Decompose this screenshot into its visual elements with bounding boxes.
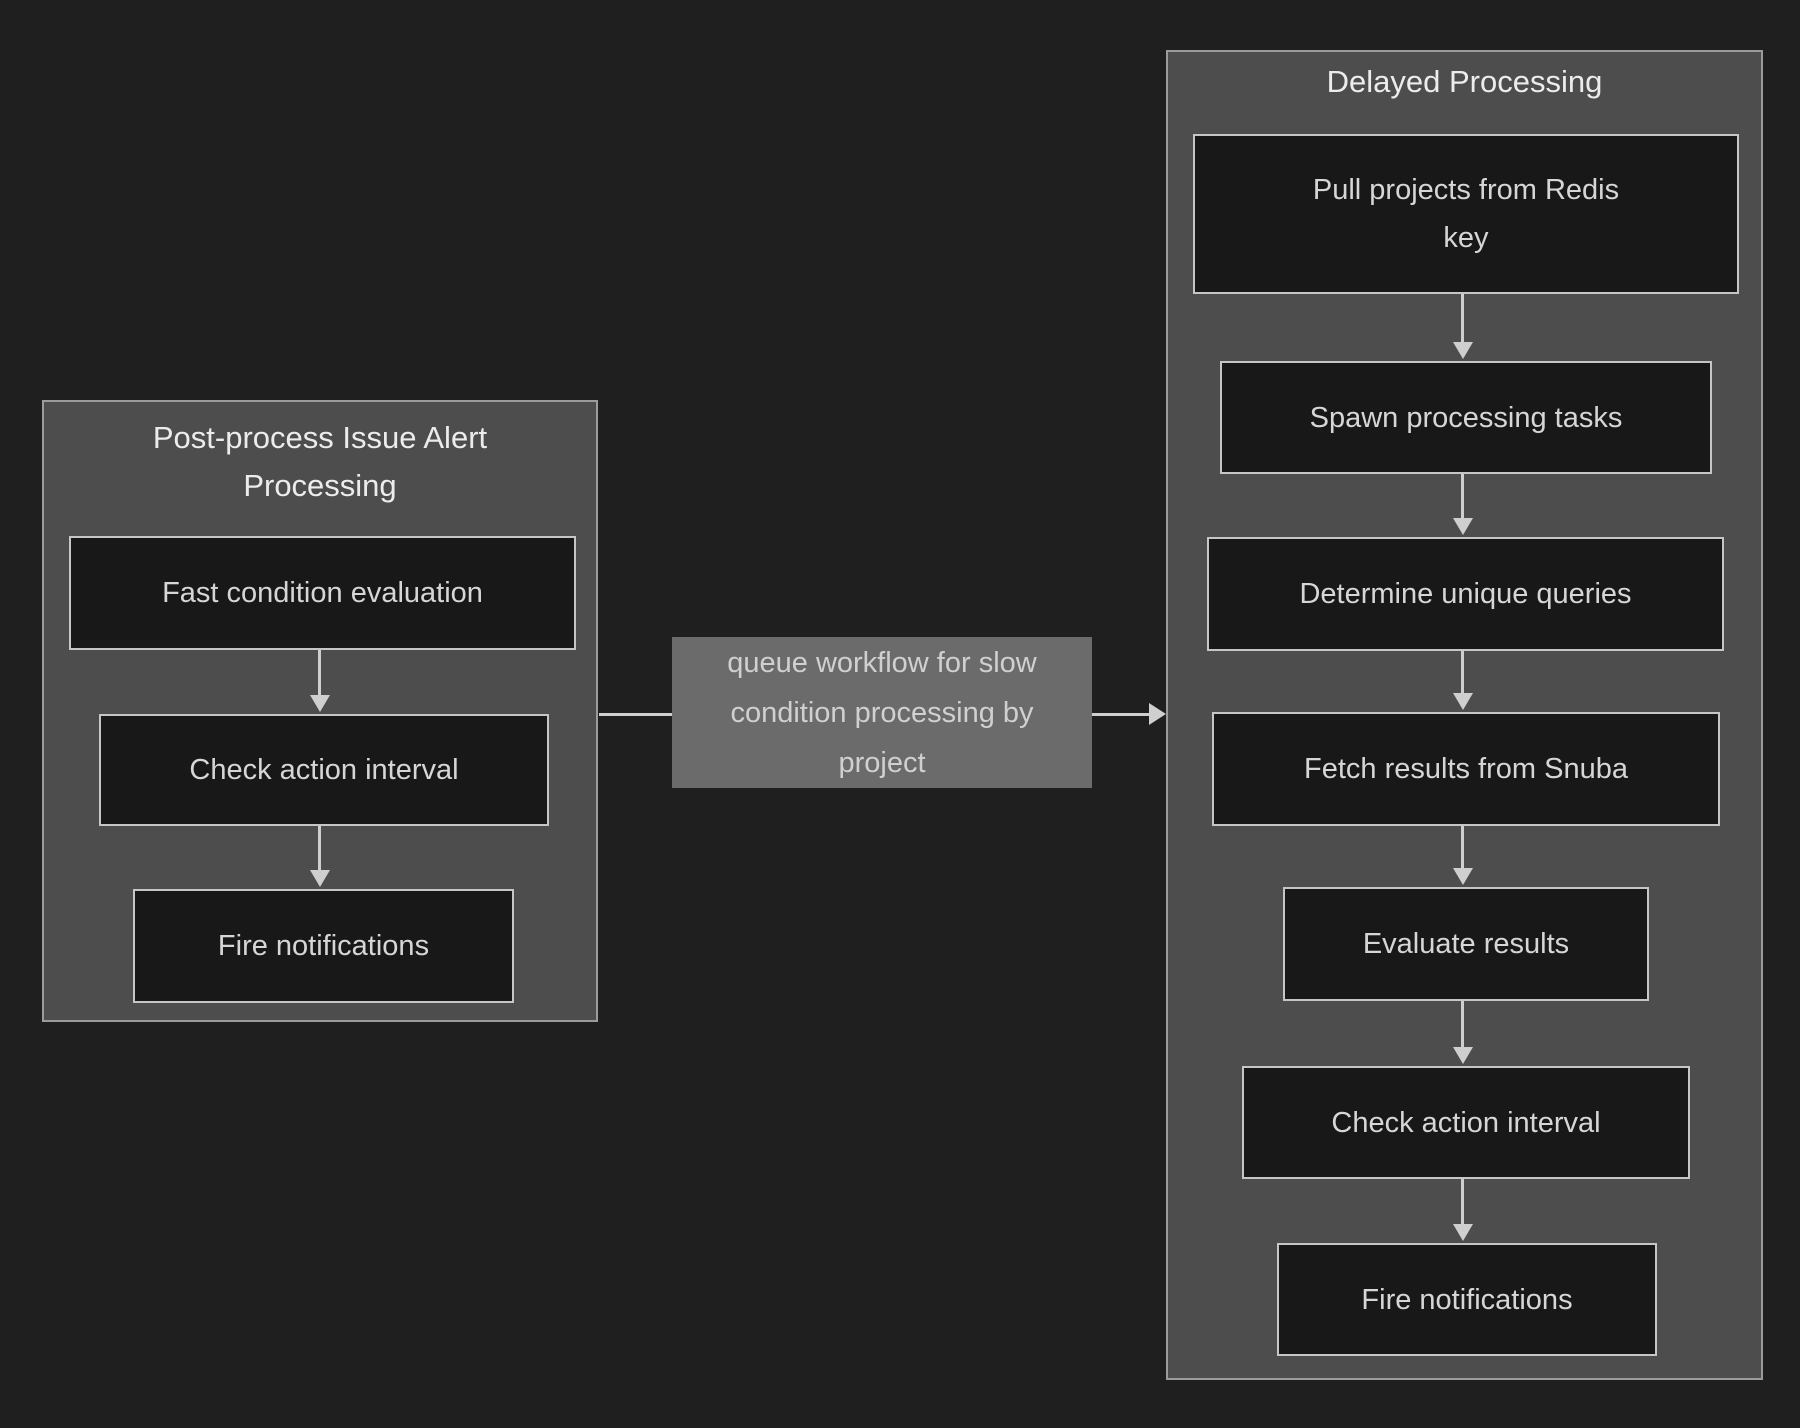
node-label: Spawn processing tasks xyxy=(1309,401,1623,434)
arrow-check-to-fire-delayed-head xyxy=(1453,1224,1473,1241)
node-spawn-processing-tasks: Spawn processing tasks xyxy=(1220,361,1712,474)
arrow-evaluate-to-check-head xyxy=(1453,1047,1473,1064)
cluster-title-delayed-processing: Delayed Processing xyxy=(1168,58,1761,106)
node-pull-projects-from-redis-key: Pull projects from Redis key xyxy=(1193,134,1739,294)
arrow-determine-to-fetch-head xyxy=(1453,693,1473,710)
node-label: Fire notifications xyxy=(1361,1283,1573,1316)
edge-queue-workflow-line-right xyxy=(1092,713,1149,716)
arrow-spawn-to-determine-line xyxy=(1461,474,1464,518)
node-determine-unique-queries: Determine unique queries xyxy=(1207,537,1724,651)
node-label: Fetch results from Snuba xyxy=(1304,753,1628,785)
edge-label-line: project xyxy=(838,746,926,779)
edge-queue-workflow-line-left xyxy=(599,713,672,716)
edge-label-line: queue workflow for slow xyxy=(727,646,1037,679)
arrow-fast-to-check-head xyxy=(310,695,330,712)
node-label: Determine unique queries xyxy=(1299,578,1632,610)
cluster-post-process-issue-alert: Post-process Issue Alert Processing Fast… xyxy=(42,400,598,1022)
cluster-title-line: Post-process Issue Alert xyxy=(152,420,488,455)
node-fast-condition-evaluation: Fast condition evaluation xyxy=(69,536,576,650)
node-label: Fast condition evaluation xyxy=(162,577,483,609)
node-evaluate-results: Evaluate results xyxy=(1283,887,1649,1001)
node-label: Fire notifications xyxy=(217,930,430,962)
edge-label-line: condition processing by xyxy=(730,696,1034,729)
node-fire-notifications-delayed: Fire notifications xyxy=(1277,1243,1657,1356)
arrow-spawn-to-determine-head xyxy=(1453,518,1473,535)
arrow-pull-to-spawn-head xyxy=(1453,342,1473,359)
arrow-evaluate-to-check-line xyxy=(1461,1001,1464,1047)
node-check-action-interval: Check action interval xyxy=(99,714,549,826)
cluster-title-line: Processing xyxy=(243,468,397,503)
node-fetch-results-from-snuba: Fetch results from Snuba xyxy=(1212,712,1720,826)
arrow-check-to-fire-line xyxy=(318,826,321,870)
node-fire-notifications: Fire notifications xyxy=(133,889,514,1003)
node-label-line: Pull projects from Redis xyxy=(1312,174,1620,206)
arrow-check-to-fire-head xyxy=(310,870,330,887)
arrow-determine-to-fetch-line xyxy=(1461,651,1464,693)
node-label-line: key xyxy=(1443,222,1489,254)
node-label: Evaluate results xyxy=(1362,928,1570,960)
arrow-pull-to-spawn-line xyxy=(1461,294,1464,342)
arrow-fast-to-check-line xyxy=(318,650,321,695)
cluster-title-line: Delayed Processing xyxy=(1326,64,1603,99)
node-label: Check action interval xyxy=(189,754,459,786)
arrow-check-to-fire-delayed-line xyxy=(1461,1179,1464,1224)
arrow-fetch-to-evaluate-head xyxy=(1453,868,1473,885)
arrow-fetch-to-evaluate-line xyxy=(1461,826,1464,868)
node-check-action-interval-delayed: Check action interval xyxy=(1242,1066,1690,1179)
edge-queue-workflow-head xyxy=(1149,703,1166,725)
node-label: Check action interval xyxy=(1331,1106,1601,1139)
cluster-delayed-processing: Delayed Processing Pull projects from Re… xyxy=(1166,50,1763,1380)
cluster-title-post-process: Post-process Issue Alert Processing xyxy=(44,414,596,510)
edge-label-queue-workflow: queue workflow for slow condition proces… xyxy=(672,637,1092,788)
